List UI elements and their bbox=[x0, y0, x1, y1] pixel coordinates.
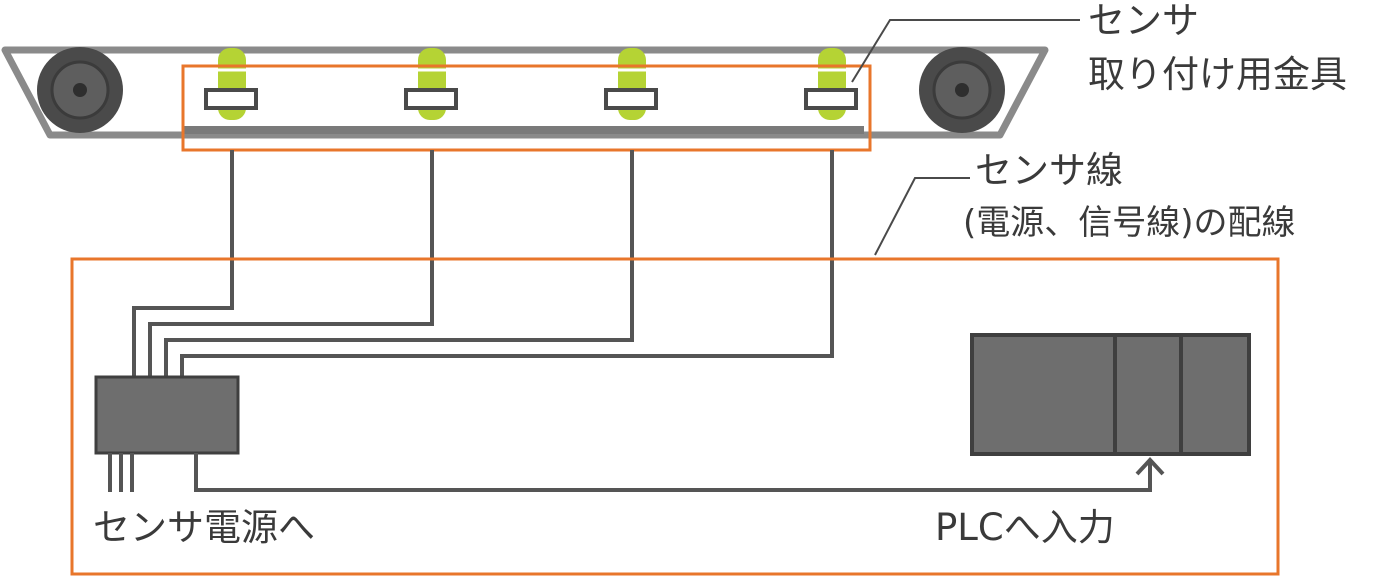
sensor-2 bbox=[404, 48, 458, 120]
power-wires bbox=[108, 453, 134, 492]
plc-signal-wire bbox=[194, 453, 1152, 492]
conveyor-roller-right bbox=[919, 47, 1005, 133]
bracket-leader-line bbox=[851, 19, 1080, 83]
plc-arrow-head bbox=[1135, 457, 1165, 476]
sensor-junction-box bbox=[94, 375, 240, 455]
plc-input-label: PLCへ入力 bbox=[935, 506, 1115, 549]
wiring-leader-line bbox=[874, 177, 970, 256]
sensor-power-label: センサ電源へ bbox=[93, 506, 315, 549]
sensor-4 bbox=[804, 48, 858, 120]
sensor-1 bbox=[204, 48, 258, 120]
conveyor-frame bbox=[1, 46, 1049, 139]
bracket-label-line1: センサ bbox=[1088, 0, 1199, 42]
plc-unit bbox=[970, 333, 1251, 456]
sensor-wires bbox=[132, 150, 834, 378]
wiring-label-line1: センサ線 bbox=[975, 149, 1123, 192]
sensor-3 bbox=[604, 48, 658, 120]
wiring-highlight-box bbox=[70, 257, 1280, 576]
bracket-label-line2: 取り付け用金具 bbox=[1088, 53, 1347, 96]
conveyor-roller-left bbox=[37, 47, 123, 133]
bracket-highlight-box bbox=[181, 64, 872, 152]
sensor-mount-bar bbox=[184, 126, 864, 134]
wiring-label-line2: (電源、信号線)の配線 bbox=[963, 203, 1296, 243]
